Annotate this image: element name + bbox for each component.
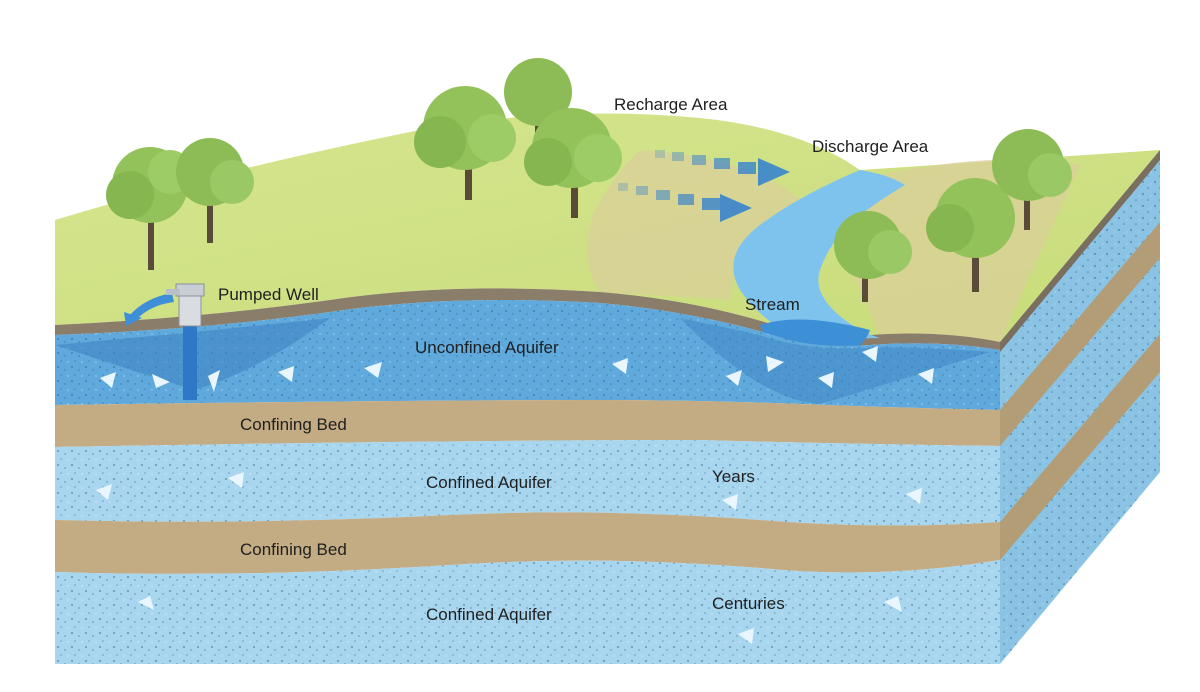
confined-aquifer-lower-label: Confined Aquifer (426, 605, 552, 624)
unconfined-aquifer-label: Unconfined Aquifer (415, 338, 559, 357)
recharge-area-label: Recharge Area (614, 95, 728, 114)
pumped-well-label: Pumped Well (218, 285, 319, 304)
years-label: Years (712, 467, 755, 486)
confined-aquifer-upper-label: Confined Aquifer (426, 473, 552, 492)
stream-label: Stream (745, 295, 800, 314)
discharge-area-label: Discharge Area (812, 137, 929, 156)
confining-bed-lower-label: Confining Bed (240, 540, 347, 559)
confining-bed-upper-label: Confining Bed (240, 415, 347, 434)
centuries-label: Centuries (712, 594, 785, 613)
confining-bed-upper (55, 400, 1000, 447)
